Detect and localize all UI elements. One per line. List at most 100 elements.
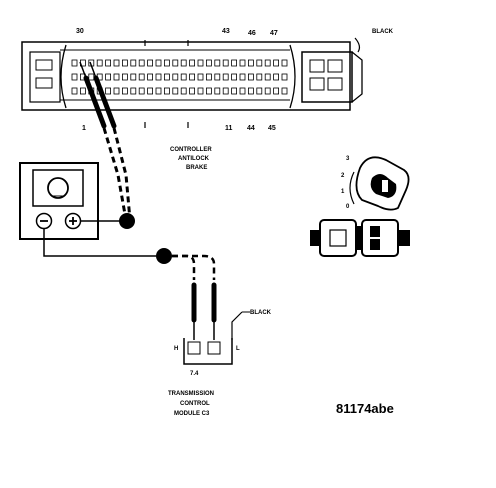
connector-pin xyxy=(205,59,212,67)
connector-pin xyxy=(122,59,128,67)
connector-pin xyxy=(130,73,137,81)
connector-pin xyxy=(205,87,212,95)
connector-pin xyxy=(197,59,204,67)
connector-pin xyxy=(88,73,95,81)
connector-pin xyxy=(180,87,187,95)
connector-pin xyxy=(256,59,263,67)
connector-pin xyxy=(147,59,154,67)
connector-pin xyxy=(155,59,162,67)
controller-label-line-3: BRAKE xyxy=(186,165,207,171)
tcm-label-line-1: TRANSMISSION xyxy=(168,391,214,397)
pin-label-30: 30 xyxy=(76,28,84,35)
connector-pin xyxy=(172,59,179,67)
connector-pin xyxy=(147,87,154,95)
tcm-connector xyxy=(183,311,250,365)
connector-pin xyxy=(197,87,204,95)
connector-pin xyxy=(113,73,120,81)
connector-pin xyxy=(189,73,196,81)
connector-pin xyxy=(264,87,271,95)
tcm-label-line-2: CONTROL xyxy=(180,401,210,407)
connector-pin xyxy=(80,87,86,95)
connector-pin xyxy=(256,73,263,81)
connector-pin xyxy=(155,87,162,95)
ignition-key-icon xyxy=(349,156,410,211)
ground-symbol-icon xyxy=(35,212,53,230)
pin-label-45: 45 xyxy=(268,125,276,132)
connector-pin xyxy=(189,87,196,95)
controller-label-line-2: ANTILOCK xyxy=(178,156,210,162)
pin-label-43: 43 xyxy=(222,28,230,35)
connector-pin xyxy=(273,87,280,95)
connector-pin-grid xyxy=(71,59,288,95)
figure-id: 81174abe xyxy=(336,401,394,416)
probe-leads xyxy=(79,61,132,221)
key-position-1: 1 xyxy=(341,189,345,195)
connector-pin xyxy=(222,59,229,67)
connector-pin xyxy=(231,87,238,95)
connector-pin xyxy=(264,59,271,67)
connector-pin xyxy=(214,59,221,67)
connector-pin xyxy=(138,87,145,95)
connector-pin xyxy=(163,59,170,67)
connector-pin xyxy=(113,87,120,95)
connector-pin xyxy=(222,87,229,95)
connector-pin xyxy=(264,73,271,81)
connector-pin xyxy=(281,87,288,95)
tcm-pin-74: 7.4 xyxy=(190,371,199,377)
connector-pin xyxy=(122,73,128,81)
connector-pin xyxy=(96,59,103,67)
connector-pin xyxy=(205,73,212,81)
meter-wiring xyxy=(43,213,216,280)
tcm-wire-color-label: BLACK xyxy=(250,310,272,316)
connector-pin xyxy=(71,87,78,95)
connector-pin xyxy=(189,59,196,67)
connector-right-latch xyxy=(301,37,363,103)
connector-pin xyxy=(155,73,162,81)
connector-pin xyxy=(239,73,246,81)
connector-pin xyxy=(256,87,263,95)
connector-pin xyxy=(105,59,111,67)
connector-wire-color-label: BLACK xyxy=(372,29,394,35)
abs-controller-connector: 30 43 46 47 1 11 44 45 BLACK xyxy=(21,28,394,132)
pin-label-1: 1 xyxy=(82,125,86,132)
connector-pin xyxy=(273,73,280,81)
pin-label-47: 47 xyxy=(270,30,278,37)
connector-pin xyxy=(172,87,179,95)
connector-pin xyxy=(138,59,145,67)
connector-pin xyxy=(113,59,120,67)
pin-label-11: 11 xyxy=(225,125,233,132)
pin-label-44: 44 xyxy=(247,125,255,132)
connector-pin xyxy=(180,59,187,67)
connector-pin xyxy=(239,87,246,95)
key-position-2: 2 xyxy=(341,173,345,179)
connector-pin xyxy=(71,73,78,81)
connector-icon xyxy=(310,219,410,257)
connector-pin xyxy=(231,73,238,81)
key-position-3: 3 xyxy=(346,156,350,162)
connector-pin xyxy=(222,73,229,81)
connector-pin xyxy=(147,73,154,81)
connector-pin xyxy=(130,87,137,95)
tcm-label-line-3: MODULE C3 xyxy=(174,411,210,417)
connector-pin xyxy=(163,73,170,81)
connector-pin xyxy=(180,73,187,81)
connector-pin xyxy=(214,87,221,95)
connector-pin xyxy=(163,87,170,95)
key-position-0: 0 xyxy=(346,204,350,210)
connector-pin xyxy=(247,73,254,81)
controller-label-line-1: CONTROLLER xyxy=(170,147,212,153)
connector-pin xyxy=(231,59,238,67)
connector-pin xyxy=(71,59,78,67)
connector-pin xyxy=(247,59,254,67)
connector-pin xyxy=(247,87,254,95)
connector-pin xyxy=(281,73,288,81)
tcm-probes xyxy=(191,282,217,340)
tcm-pin-l: L xyxy=(236,346,240,352)
tcm-pin-h: H xyxy=(174,346,178,352)
connector-pin xyxy=(138,73,145,81)
connector-pin xyxy=(105,73,111,81)
connector-pin xyxy=(122,87,128,95)
connector-pin xyxy=(197,73,204,81)
connector-pin xyxy=(130,59,137,67)
